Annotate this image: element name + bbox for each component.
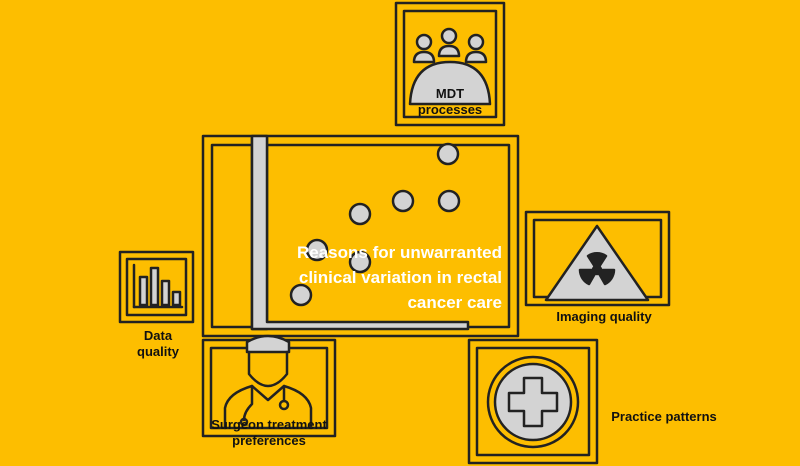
imaging-label: Imaging quality [556, 309, 652, 324]
scatter-dot [305, 238, 329, 262]
data-label: Data quality [128, 328, 188, 360]
medical-cross-icon [486, 355, 580, 449]
data-label-line2: quality [137, 344, 179, 359]
mdt-label: MDT processes [408, 86, 492, 118]
surgeon-label-line2: preferences [232, 433, 306, 448]
mdt-label-line2: processes [417, 102, 483, 117]
practice-label: Practice patterns [611, 409, 717, 424]
center-title: Reasons for unwarranted clinical variati… [297, 243, 502, 312]
radiation-icon [544, 224, 650, 302]
surgeon-label-line1: Surgeon treatment [211, 417, 327, 432]
doctor-icon [223, 334, 313, 430]
practice-box [467, 338, 599, 465]
scatter-dot [348, 202, 372, 226]
scatter-dot [391, 189, 415, 213]
meeting-people-icon [408, 27, 492, 106]
scatter-dot [348, 250, 372, 274]
bar-chart-icon [132, 263, 184, 309]
mdt-box [394, 1, 506, 127]
surgeon-box [201, 334, 337, 438]
data-label-line1: Data [143, 328, 173, 343]
scatter-dot [437, 189, 461, 213]
scatter-dot [289, 283, 313, 307]
central-panel [201, 134, 520, 338]
mdt-label-line1: MDT [435, 86, 465, 101]
data-box [118, 250, 195, 324]
surgeon-label: Surgeon treatment preferences [198, 417, 340, 449]
imaging-box [524, 210, 671, 307]
scatter-dot [436, 142, 460, 166]
